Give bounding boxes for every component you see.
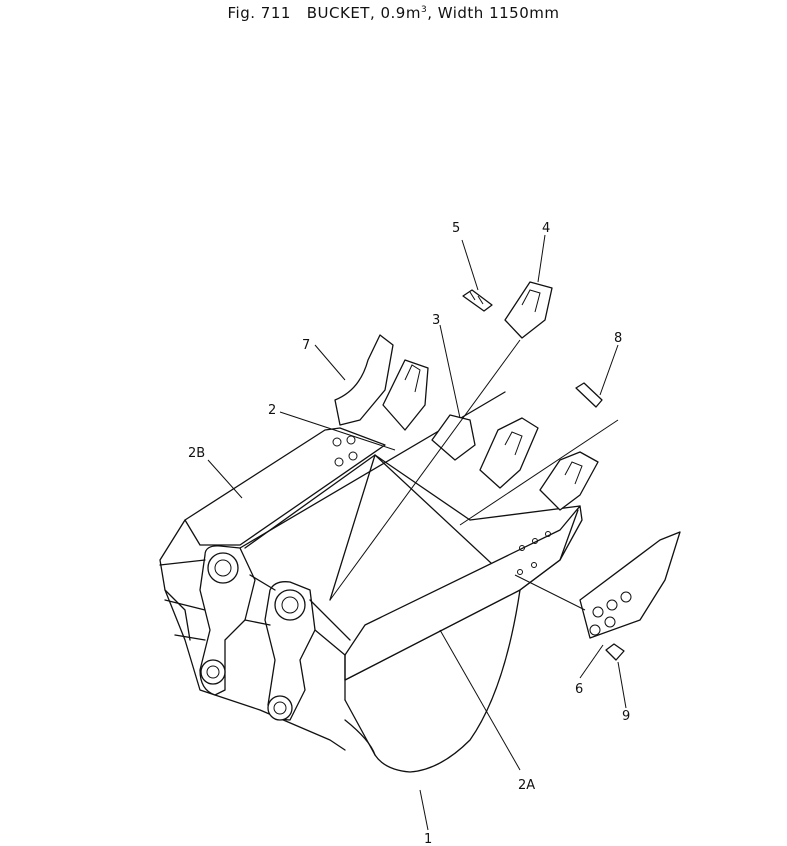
figure-number: Fig. 711: [227, 4, 291, 22]
callout-8: 8: [614, 331, 622, 346]
figure-caption-sup: 3: [420, 5, 428, 15]
callout-2b: 2B: [188, 446, 205, 461]
callout-2: 2: [268, 403, 276, 418]
callout-5: 5: [452, 221, 460, 236]
figure-title: Fig. 711 BUCKET, 0.9m3, Width 1150mm: [0, 4, 787, 22]
leader-lines: [207, 234, 627, 831]
callout-6: 6: [575, 682, 583, 697]
figure-caption: BUCKET, 0.9m: [306, 4, 421, 22]
figure-caption-suffix: , Width 1150mm: [427, 4, 560, 22]
bucket-body: [159, 391, 583, 773]
callout-9: 9: [622, 709, 630, 724]
bucket-teeth: [382, 281, 599, 511]
callout-2a: 2A: [518, 778, 535, 793]
callout-7: 7: [302, 338, 310, 353]
callout-labels: 1 2 2A 2B 3 4 5 6 7 8 9: [188, 221, 630, 846]
callout-4: 4: [542, 221, 550, 236]
side-cutters: [334, 334, 681, 639]
callout-3: 3: [432, 313, 440, 328]
callout-1: 1: [424, 832, 432, 846]
fasteners: [462, 289, 625, 661]
